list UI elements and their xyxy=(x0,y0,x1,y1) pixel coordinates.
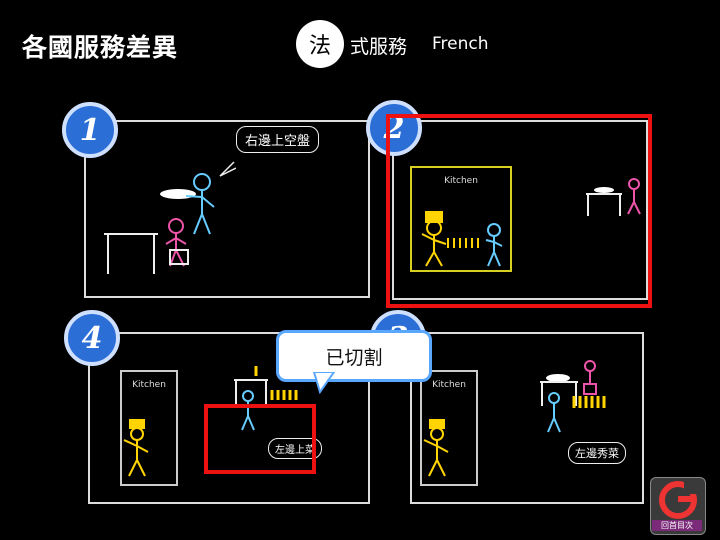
subtitle-english: French xyxy=(432,34,489,54)
callout-tail-icon xyxy=(312,372,336,394)
callout-label: 已切割 xyxy=(276,330,432,382)
kitchen-box-4: Kitchen xyxy=(120,370,178,486)
badge-1-icon: 1 xyxy=(62,102,118,158)
waiter-scene-3 xyxy=(540,360,606,433)
kitchen-box-3: Kitchen xyxy=(420,370,478,486)
kitchen-label-3: Kitchen xyxy=(432,380,466,390)
title-circle: 法 xyxy=(296,20,344,68)
home-nav-label[interactable]: 回首目次 xyxy=(652,520,702,531)
panel-step-1 xyxy=(84,120,370,298)
speech-bubble-3: 左邊秀菜 xyxy=(568,442,626,464)
chef-figure-3 xyxy=(423,419,449,477)
speech-bubble-1: 右邊上空盤 xyxy=(236,126,320,153)
kitchen-label-2: Kitchen xyxy=(444,176,478,186)
kitchen-label-4: Kitchen xyxy=(132,380,166,390)
badge-4-icon: 4 xyxy=(64,310,120,366)
waiter-scene-4 xyxy=(234,366,298,431)
badge-1-number: 1 xyxy=(80,113,101,148)
page-title: 各國服務差異 xyxy=(22,33,179,62)
kitchen-box-2: Kitchen xyxy=(410,166,512,272)
waiter-scene-1 xyxy=(104,161,236,274)
panel-step-3 xyxy=(410,332,644,504)
subtitle: 式服務 xyxy=(350,36,408,58)
g-logo-icon xyxy=(659,481,698,519)
badge-4-number: 4 xyxy=(82,321,103,356)
highlight-box-2 xyxy=(386,114,652,308)
speech-bubble-4: 左邊上菜 xyxy=(268,438,322,459)
chef-figure-4 xyxy=(123,419,149,477)
highlight-box-4 xyxy=(204,404,316,474)
table-scene-2 xyxy=(586,178,641,216)
chef-scene-2 xyxy=(421,211,503,267)
